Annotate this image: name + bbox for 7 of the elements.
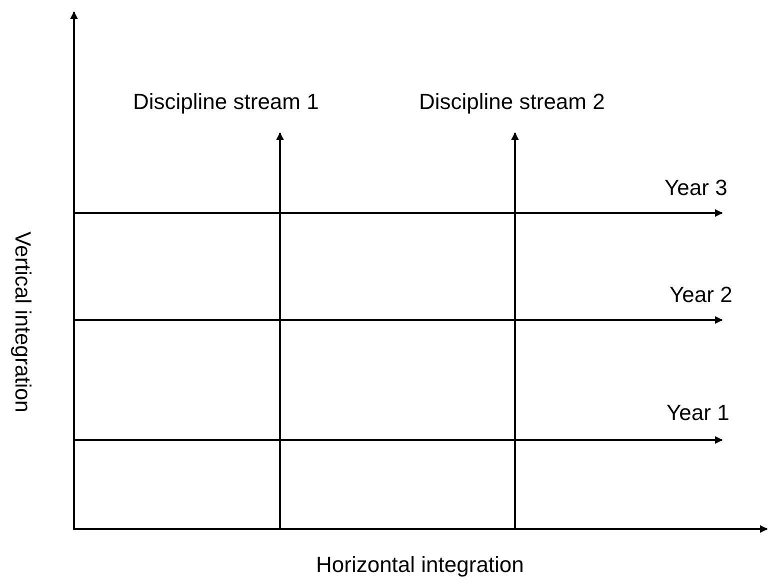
axis-title: Horizontal integration (316, 552, 524, 578)
axis-title: Vertical integration (9, 232, 35, 412)
axis-label: Year 2 (670, 282, 732, 308)
axis-label: Year 3 (664, 175, 728, 201)
axis-label: Discipline stream 2 (419, 89, 605, 115)
axis-label: Year 1 (666, 400, 730, 426)
axis-label: Discipline stream 1 (133, 89, 319, 115)
